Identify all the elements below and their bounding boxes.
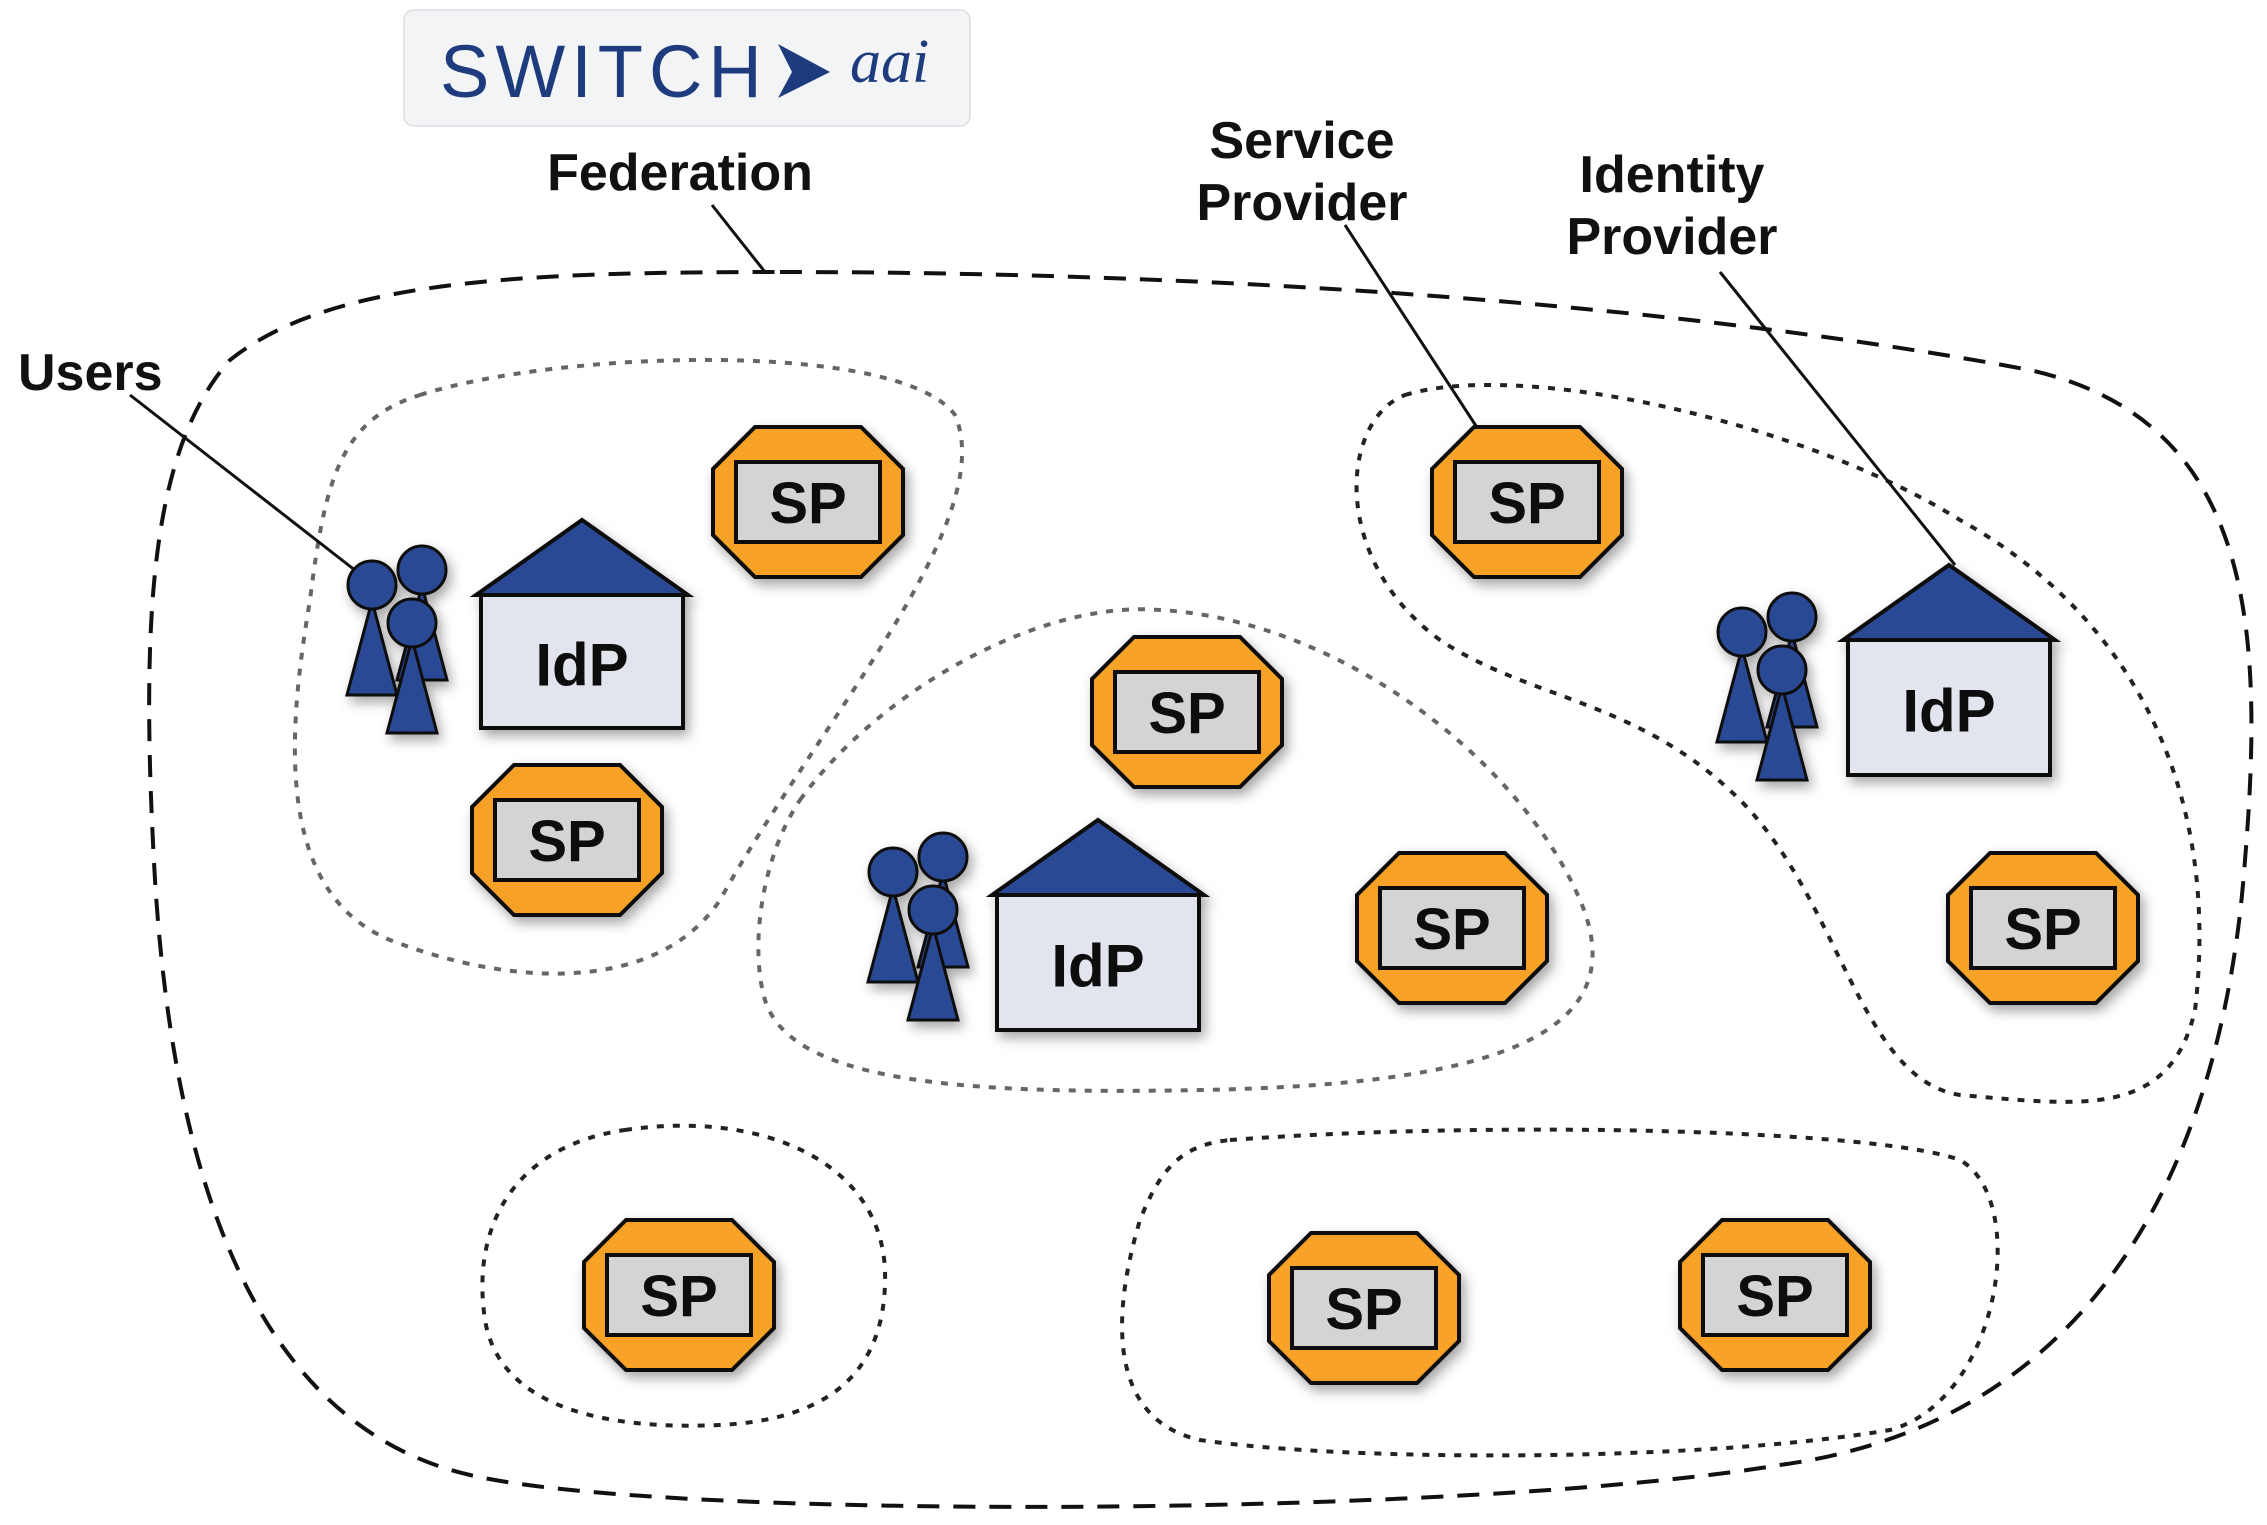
- sp-label: SP: [1413, 897, 1490, 962]
- sp-plate: [605, 1253, 753, 1337]
- sp-label: SP: [1488, 471, 1565, 536]
- user-head: [1756, 644, 1808, 696]
- logo-product: aai: [850, 28, 929, 96]
- user-head: [1766, 591, 1818, 643]
- service-provider-leader-line: [1343, 224, 1482, 433]
- identity-provider-node: IdP: [1836, 562, 2062, 777]
- sp-plate: [1290, 1266, 1438, 1350]
- users-label: Users: [18, 344, 163, 402]
- service-provider-node: SP: [1946, 851, 2140, 1005]
- sp-plate: [1378, 886, 1526, 970]
- idp-body: [479, 593, 685, 730]
- user-body: [1755, 680, 1809, 782]
- identity-provider-label-line1: Identity: [1580, 146, 1765, 204]
- sp-plate: [1453, 460, 1601, 544]
- service-provider-node: SP: [470, 763, 664, 917]
- idp-roof: [469, 517, 695, 597]
- user-head: [907, 884, 959, 936]
- identity-provider-node: IdP: [469, 517, 695, 730]
- logo-brand: SWITCH: [440, 30, 768, 113]
- users-icon: [1715, 591, 1819, 782]
- user-head: [386, 597, 438, 649]
- users-icon: [345, 544, 449, 735]
- sp-label: SP: [1736, 1264, 1813, 1329]
- sp-plate: [734, 460, 882, 544]
- service-provider-node: SP: [711, 425, 905, 579]
- user-body: [385, 633, 439, 735]
- idp-label: IdP: [1902, 678, 1995, 745]
- organization-group-bottom-left: [480, 1123, 888, 1428]
- sp-plate: [1701, 1253, 1849, 1337]
- organization-group-center: [756, 607, 1595, 1093]
- diagram-nodes: IdP SP SP IdP SP SP SP IdP SP SP SP SP: [345, 425, 2140, 1385]
- service-provider-label-line1: Service: [1209, 112, 1394, 170]
- identity-provider-node: IdP: [985, 817, 1211, 1032]
- service-provider-node: SP: [582, 1218, 776, 1372]
- service-provider-node: SP: [1090, 635, 1284, 789]
- federation-leader-line: [710, 204, 767, 273]
- switch-aai-logo: SWITCH aai: [403, 9, 971, 127]
- user-head: [396, 544, 448, 596]
- idp-roof: [1836, 562, 2062, 642]
- user-body: [906, 920, 960, 1022]
- identity-provider-leader-line: [1718, 271, 1957, 566]
- organization-group-left: [292, 357, 965, 976]
- sp-plate: [1969, 886, 2117, 970]
- sp-label: SP: [640, 1264, 717, 1329]
- user-head: [867, 846, 919, 898]
- identity-provider-label-line2: Provider: [1567, 208, 1778, 266]
- user-head: [346, 559, 398, 611]
- idp-roof: [985, 817, 1211, 897]
- user-head: [1716, 606, 1768, 658]
- user-body: [1715, 642, 1769, 744]
- federation-label: Federation: [547, 144, 813, 202]
- logo-arrow-icon: [778, 44, 830, 98]
- organization-group-right: [1354, 382, 2202, 1104]
- idp-body: [995, 893, 1201, 1032]
- idp-label: IdP: [1051, 933, 1144, 1000]
- user-body: [866, 882, 920, 984]
- users-icon: [866, 831, 970, 1022]
- user-body: [345, 595, 399, 697]
- service-provider-node: SP: [1430, 425, 1624, 579]
- sp-plate: [493, 798, 641, 882]
- sp-label: SP: [528, 809, 605, 874]
- service-provider-node: SP: [1355, 851, 1549, 1005]
- sp-label: SP: [2004, 897, 2081, 962]
- sp-label: SP: [769, 471, 846, 536]
- service-provider-node: SP: [1267, 1231, 1461, 1385]
- federation-boundary: [147, 269, 2254, 1509]
- service-provider-node: SP: [1678, 1218, 1872, 1372]
- sp-label: SP: [1325, 1277, 1402, 1342]
- organization-group-bottom-right: [1120, 1127, 2000, 1458]
- idp-label: IdP: [535, 632, 628, 699]
- sp-label: SP: [1148, 681, 1225, 746]
- sp-plate: [1113, 670, 1261, 754]
- users-leader-line: [129, 393, 366, 580]
- service-provider-label-line2: Provider: [1197, 174, 1408, 232]
- user-head: [917, 831, 969, 883]
